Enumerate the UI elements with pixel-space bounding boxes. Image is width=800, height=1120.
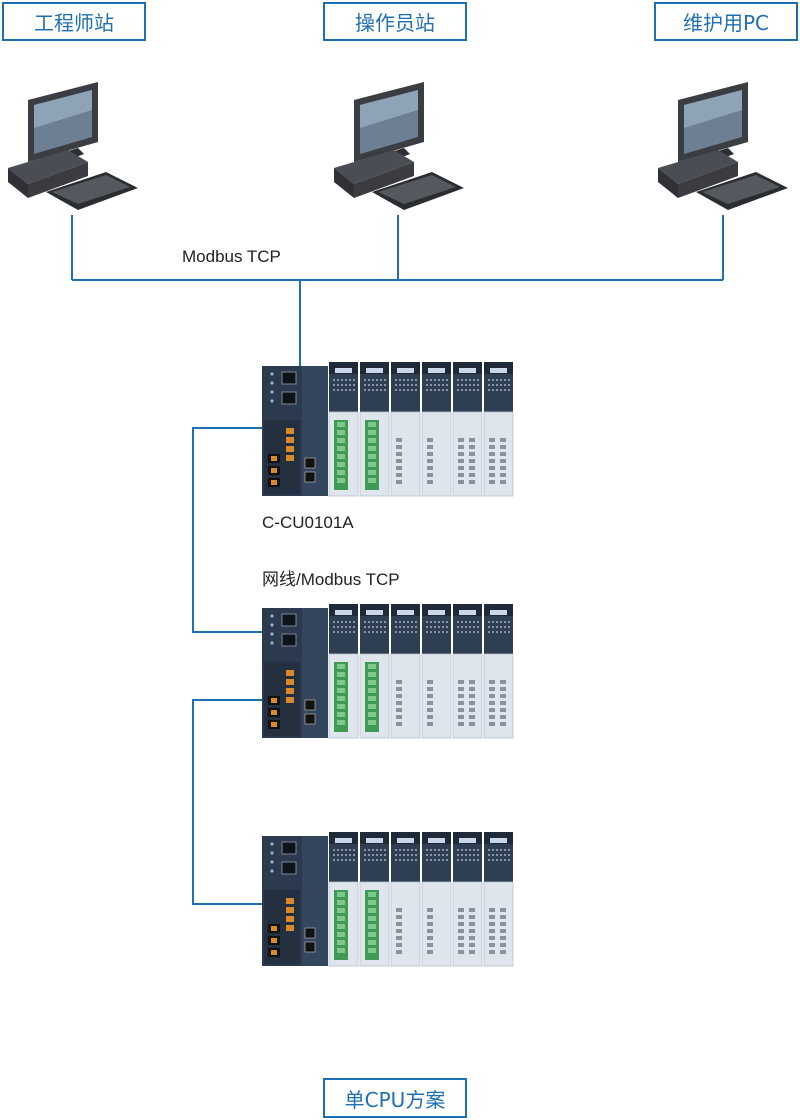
scheme-title-box: 单CPU方案 — [323, 1078, 467, 1118]
ethernet-port-icon — [281, 371, 297, 385]
station-box-maintenance: 维护用PC — [654, 2, 798, 41]
station-box-engineer: 工程师站 — [2, 2, 146, 41]
plc-rack-2 — [262, 604, 514, 739]
network-label: Modbus TCP — [182, 247, 281, 266]
scheme-title: 单CPU方案 — [344, 1087, 446, 1112]
desktop-computer-icon — [334, 82, 464, 210]
desktop-computer-icon — [8, 82, 138, 210]
desktop-computer-icon — [658, 82, 788, 210]
station-label-maintenance: 维护用PC — [682, 11, 770, 35]
link-label: 网线/Modbus TCP — [262, 570, 400, 589]
ethernet-port-icon — [281, 613, 297, 627]
ethernet-port-icon — [281, 861, 297, 875]
station-box-operator: 操作员站 — [323, 2, 467, 41]
station-label-engineer: 工程师站 — [34, 11, 114, 35]
station-label-operator: 操作员站 — [355, 11, 435, 35]
ethernet-port-icon — [281, 391, 297, 405]
plc-rack-3 — [262, 832, 514, 967]
ethernet-port-icon — [281, 841, 297, 855]
ethernet-port-icon — [281, 633, 297, 647]
wire-rack-1-to-rack-2 — [192, 427, 268, 633]
plc-rack-1 — [262, 362, 514, 497]
controller-label: C-CU0101A — [262, 513, 354, 532]
wire-rack-2-to-rack-3 — [192, 699, 268, 905]
